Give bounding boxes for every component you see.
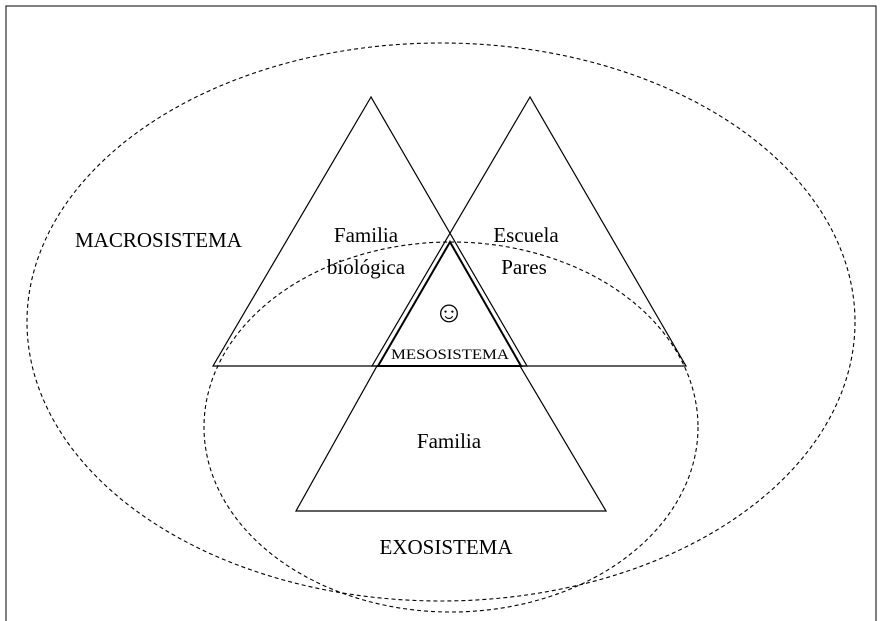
familia-biologica-triangle	[211, 95, 529, 367]
escuela-label-line1: Escuela	[493, 223, 559, 247]
smiley-icon: ☺	[434, 296, 465, 329]
pares-label-line2: Pares	[501, 255, 547, 279]
frame-border	[5, 5, 877, 621]
macrosistema-ellipse	[26, 42, 856, 602]
mesosistema-label: MESOSISTEMA	[391, 347, 509, 363]
mesosistema-triangle	[376, 239, 523, 367]
escuela-triangle	[370, 95, 688, 367]
familia-biologica-label-line2: biológica	[327, 255, 406, 279]
familia-label: Familia	[417, 429, 482, 453]
familia-biologica-label-line1: Familia	[334, 223, 399, 247]
exosistema-label: EXOSISTEMA	[379, 535, 513, 559]
macrosistema-label: MACROSISTEMA	[75, 228, 243, 252]
